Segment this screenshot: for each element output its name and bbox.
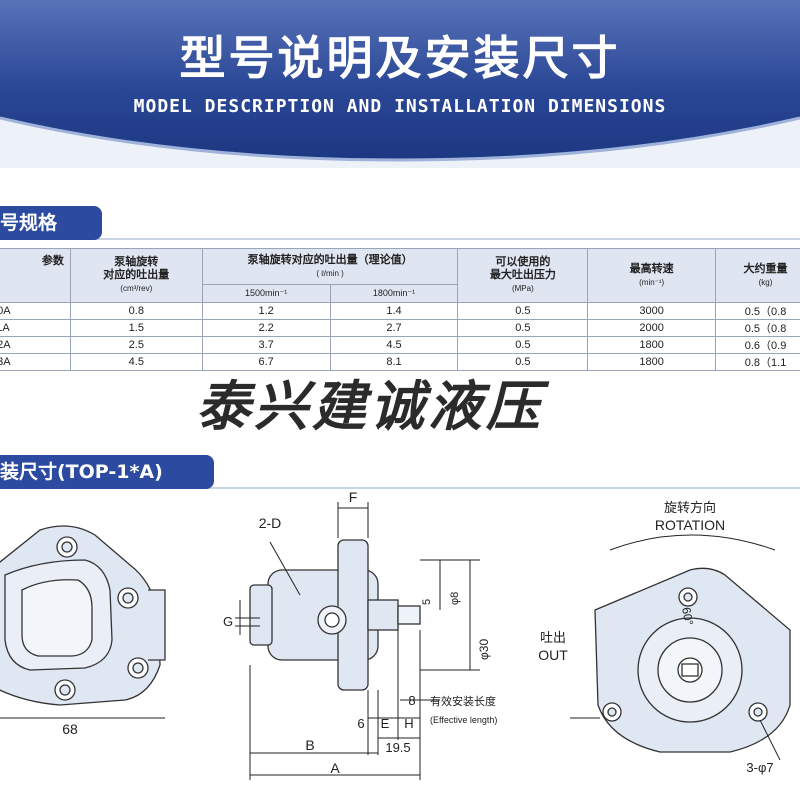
cell-speed: 3000 (587, 302, 717, 320)
cell-disp: 1.5 (69, 319, 203, 337)
spec-table: 参数 泵轴旋转 对应的吐出量 (cm³/rev) 泵轴旋转对应的吐出量（理论值）… (0, 248, 800, 371)
dim-68: 68 (62, 721, 78, 737)
page-title: 型号说明及安装尺寸 (179, 31, 621, 85)
cell-f1500: 1.2 (201, 302, 331, 320)
cell-f1800: 2.7 (329, 319, 459, 337)
cell-model: 12A (0, 336, 71, 354)
cell-model: 10A (0, 302, 71, 320)
dim-shaft-phi8: φ8 (449, 592, 461, 605)
col-displacement: 泵轴旋转 对应的吐出量 (cm³/rev) (69, 248, 203, 303)
dim-shaft-phi30: φ30 (477, 639, 491, 660)
cell-press: 0.5 (457, 302, 589, 320)
dim-2d: 2-D (259, 515, 282, 531)
col-flow-1500: 1500min⁻¹ (201, 284, 331, 303)
cell-disp: 2.5 (69, 336, 203, 354)
col-pressure: 可以使用的 最大吐出压力 (MPa) (457, 248, 589, 303)
col-flow-label: 泵轴旋转对应的吐出量（理论值） (247, 253, 413, 266)
col-weight: 大约重量 (kg) (715, 248, 800, 303)
cell-f1800: 8.1 (329, 353, 459, 371)
cell-f1500: 3.7 (201, 336, 331, 354)
col-pressure-label: 可以使用的 最大吐出压力 (489, 256, 556, 281)
col-displacement-unit: (cm³/rev) (120, 284, 153, 293)
section-title-install: 装尺寸(TOP-1*A) (0, 455, 214, 489)
watermark: 泰兴建诚液压 (196, 374, 544, 438)
banner-background (0, 0, 800, 168)
dim-e: E (381, 716, 390, 731)
col-flow-1800: 1800min⁻¹ (329, 284, 459, 303)
dim-19-5: 19.5 (385, 740, 410, 755)
dim-b: B (305, 737, 314, 753)
cell-model: 13A (0, 353, 71, 371)
spec-table-body: 10A0.81.21.40.530000.5（0.811A1.52.22.70.… (0, 302, 800, 371)
effective-length-cn: 有效安装长度 (430, 694, 496, 708)
cell-speed: 1800 (587, 353, 717, 371)
cell-model: 11A (0, 319, 71, 337)
rotation-cn: 旋转方向 (664, 500, 716, 515)
col-speed-label: 最高转速 (629, 262, 674, 275)
dim-shaft-5: 5 (421, 599, 433, 605)
col-flow: 泵轴旋转对应的吐出量（理论值） ( ℓ/min ) (201, 248, 459, 285)
front-view (0, 525, 166, 706)
cell-f1800: 4.5 (329, 336, 459, 354)
cell-press: 0.5 (457, 353, 589, 371)
dim-6: 6 (357, 716, 364, 731)
holes-3-phi7: 3-φ7 (746, 760, 773, 775)
dim-f: F (349, 490, 358, 505)
col-displacement-label: 泵轴旋转 对应的吐出量 (103, 256, 170, 281)
cell-press: 0.5 (457, 336, 589, 354)
cell-press: 0.5 (457, 319, 589, 337)
cell-disp: 4.5 (69, 353, 203, 371)
rotation-en: ROTATION (655, 517, 725, 533)
effective-length-en: (Effective length) (430, 715, 497, 725)
section-divider-install (0, 487, 800, 489)
section-divider (0, 238, 800, 240)
angle-60: 60° (679, 606, 696, 627)
dim-h: H (404, 716, 413, 731)
cell-speed: 2000 (587, 319, 717, 337)
col-speed: 最高转速 (min⁻¹) (587, 248, 717, 303)
cell-speed: 1800 (587, 336, 717, 354)
out-en: OUT (538, 647, 568, 663)
col-speed-unit: (min⁻¹) (639, 277, 665, 287)
cell-weight: 0.5（0.8 (715, 319, 800, 337)
installation-drawings: 68 2-D F G B A 6 E H 19.5 8 有效安装长度 (Effe… (0, 490, 791, 780)
cell-weight: 0.6（0.9 (715, 336, 800, 354)
param-header: 参数 (0, 248, 71, 303)
cell-weight: 0.5（0.8 (715, 302, 800, 320)
cell-f1500: 2.2 (201, 319, 331, 337)
section-title-spec: 号规格 (0, 206, 102, 240)
rear-view (594, 567, 791, 753)
cell-disp: 0.8 (69, 302, 203, 320)
dim-8: 8 (408, 693, 415, 708)
dim-a: A (330, 760, 340, 776)
cell-weight: 0.8（1.1 (715, 353, 800, 371)
header-banner: 型号说明及安装尺寸 MODEL DESCRIPTION AND INSTALLA… (0, 0, 800, 168)
dim-g: G (223, 614, 233, 629)
col-pressure-unit: (MPa) (511, 284, 534, 293)
page-subtitle: MODEL DESCRIPTION AND INSTALLATION DIMEN… (133, 96, 667, 117)
cell-f1800: 1.4 (329, 302, 459, 320)
col-flow-unit: ( ℓ/min ) (316, 268, 344, 278)
out-cn: 吐出 (540, 630, 566, 645)
col-weight-label: 大约重量 (743, 262, 788, 275)
col-weight-unit: (kg) (758, 277, 773, 287)
side-view (249, 539, 421, 691)
